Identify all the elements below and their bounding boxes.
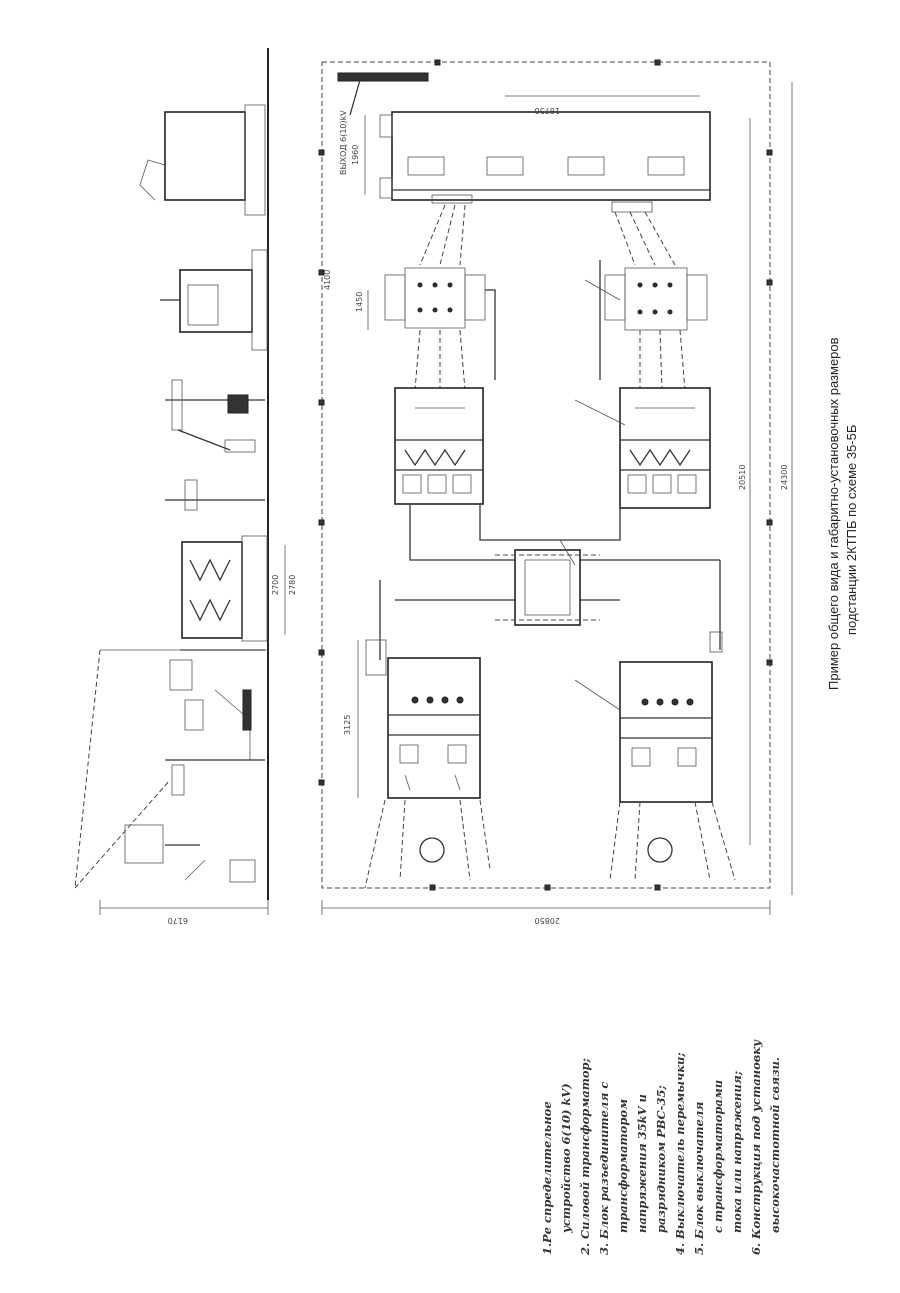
caption-line-2: подстанции 2КТПБ по схеме 35-5Б bbox=[844, 424, 859, 635]
legend-item: устройство 6(10) kV) bbox=[559, 1083, 573, 1233]
entry-note: ВЫХОД 6(10)kV bbox=[339, 110, 348, 175]
legend-item: 6. Конструкция под установку bbox=[749, 1040, 763, 1255]
dim-small-4: 1450 bbox=[355, 292, 364, 312]
legend-item: трансформатором bbox=[616, 1099, 630, 1233]
legend-item: 1.Ре спределительное bbox=[540, 1101, 554, 1255]
legend-item: разрядником РВС-35; bbox=[654, 1085, 668, 1233]
dim-plan-width: 20850 bbox=[535, 916, 560, 925]
dim-inner-top: 18750 bbox=[535, 106, 560, 115]
legend-item: 2. Силовой трансформатор; bbox=[578, 1058, 592, 1255]
legend-item: с трансформаторами bbox=[711, 1079, 725, 1233]
dim-side-small: 2700 bbox=[271, 575, 280, 595]
legend-item: высокочастотной связи. bbox=[768, 1057, 782, 1233]
dim-plan-length: 24300 bbox=[780, 465, 789, 490]
dim-gap: 4100 bbox=[323, 270, 332, 290]
legend-item: напряжения 35kV и bbox=[635, 1094, 649, 1233]
plan-view: ВЫХОД 6(10)kV 18750 1960 1450 bbox=[288, 59, 793, 925]
side-view: 2700 6170 bbox=[74, 48, 286, 925]
dim-small-3: 1960 bbox=[351, 145, 360, 165]
legend-item: 5. Блок выключателя bbox=[692, 1101, 706, 1255]
dim-side-height: 6170 bbox=[168, 916, 188, 925]
caption-line-1: Пример общего вида и габаритно-установоч… bbox=[826, 337, 841, 690]
legend-item: 4. Выключатель перемычки; bbox=[673, 1052, 687, 1255]
dim-inner-length: 20510 bbox=[738, 465, 747, 490]
dim-small-2: 3125 bbox=[343, 715, 352, 735]
dim-small-1: 2780 bbox=[288, 575, 297, 595]
legend-item: тока или напряжения; bbox=[730, 1070, 744, 1233]
legend-item: 3. Блок разъединителя с bbox=[597, 1081, 611, 1255]
